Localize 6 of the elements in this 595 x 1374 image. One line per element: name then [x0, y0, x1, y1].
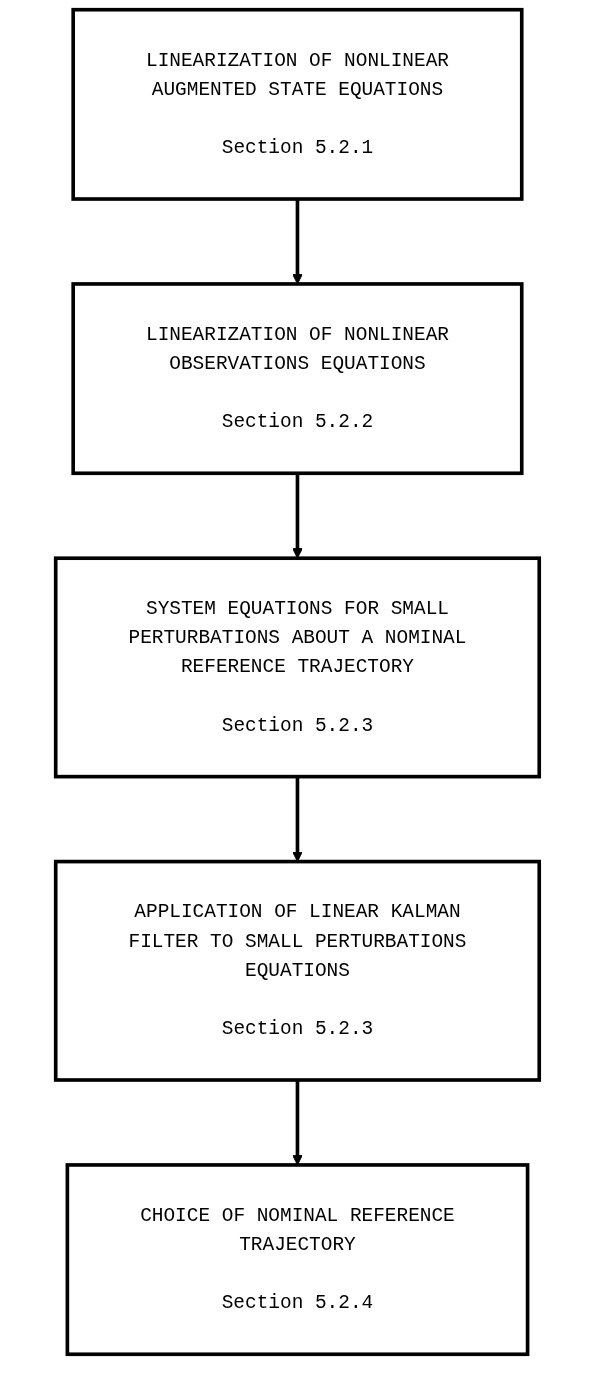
arrow [292, 473, 303, 559]
node-box: CHOICE OF NOMINAL REFERENCE TRAJECTORY Section 5.2.4 [65, 1163, 530, 1357]
node-box: SYSTEM EQUATIONS FOR SMALL PERTURBATIONS ABOUT A NOMINAL REFERENCE TRAJECTORY Section 5.2.3 [53, 556, 542, 779]
node-box: LINEARIZATION OF NONLINEAR OBSERVATIONS EQUATIONS Section 5.2.2 [71, 282, 524, 476]
node-box: LINEARIZATION OF NONLINEAR AUGMENTED STATE EQUATIONS Section 5.2.1 [71, 7, 524, 201]
node-box: APPLICATION OF LINEAR KALMAN FILTER TO SMALL PERTURBATIONS EQUATIONS Section 5.2.3 [53, 859, 542, 1082]
